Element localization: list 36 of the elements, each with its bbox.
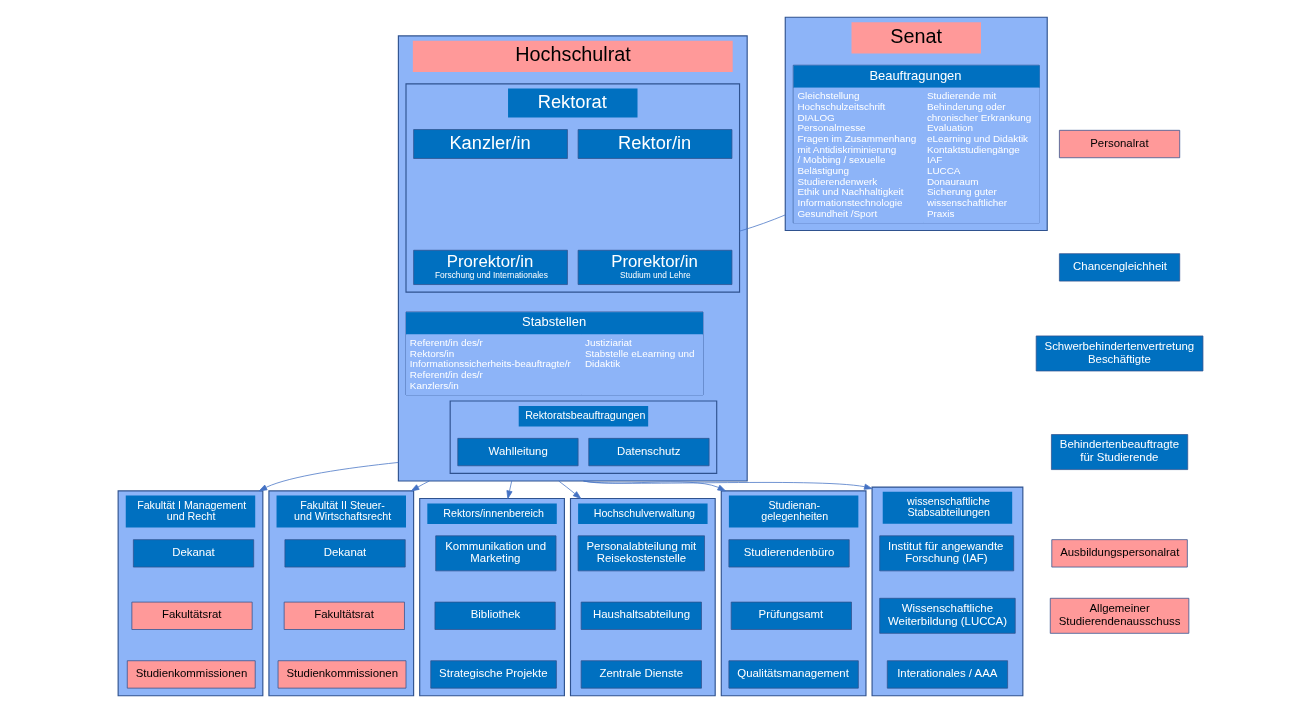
node-box: Haushaltsabteilung xyxy=(580,601,702,630)
node-box: Ausbildungspersonalrat xyxy=(1050,539,1188,568)
node-box: Kommunikation und Marketing xyxy=(434,535,556,572)
arrow xyxy=(258,462,399,492)
node-box: Behindertenbeauftragte für Studierende xyxy=(1050,434,1188,470)
node-box: Rektor/in xyxy=(577,129,732,159)
node-box: Fakultätsrat xyxy=(283,601,405,630)
node-box: Prüfungsamt xyxy=(730,601,852,630)
node-box: Prorektor/in Forschung und Internationales xyxy=(412,249,568,285)
node-box: Zentrale Dienste xyxy=(580,660,702,689)
arrow xyxy=(582,480,872,490)
node-box: Dekanat xyxy=(284,539,406,568)
node-box: Studienkommissionen xyxy=(277,660,406,689)
arrow xyxy=(557,480,581,499)
node-box: Fakultätsrat xyxy=(130,601,253,630)
node-box: Qualitätsmanagement xyxy=(728,660,859,689)
node-box: Strategische Projekte xyxy=(429,660,557,689)
node-box: Studienkommissionen xyxy=(126,660,256,689)
arrow xyxy=(410,480,430,492)
node-box: Prorektor/in Studium und Lehre xyxy=(577,249,732,285)
node-box: Datenschutz xyxy=(587,438,709,467)
connector xyxy=(738,214,786,232)
node-box: Personalrat xyxy=(1058,129,1180,159)
node-box: Chancengleichheit xyxy=(1058,253,1180,282)
node-box: Dekanat xyxy=(132,539,254,568)
node-box: Studierendenbüro xyxy=(728,539,850,568)
node-box: Wissenschaftliche Weiterbildung (LUCCA) xyxy=(878,597,1016,634)
node-box: Personalabteilung mit Reisekostenstelle xyxy=(577,535,705,572)
node-box: Bibliothek xyxy=(434,601,556,630)
node-box: Interationales / AAA xyxy=(886,660,1008,689)
node-box: Kanzler/in xyxy=(412,129,568,159)
node-box: Allgemeiner Studierendenausschuss xyxy=(1049,597,1189,634)
node-box: Wahlleitung xyxy=(456,438,578,467)
node-box: Schwerbehindertenvertretung Beschäftigte xyxy=(1035,335,1203,372)
arrow xyxy=(506,480,512,499)
node-box: Institut für angewandte Forschung (IAF) xyxy=(878,535,1014,572)
